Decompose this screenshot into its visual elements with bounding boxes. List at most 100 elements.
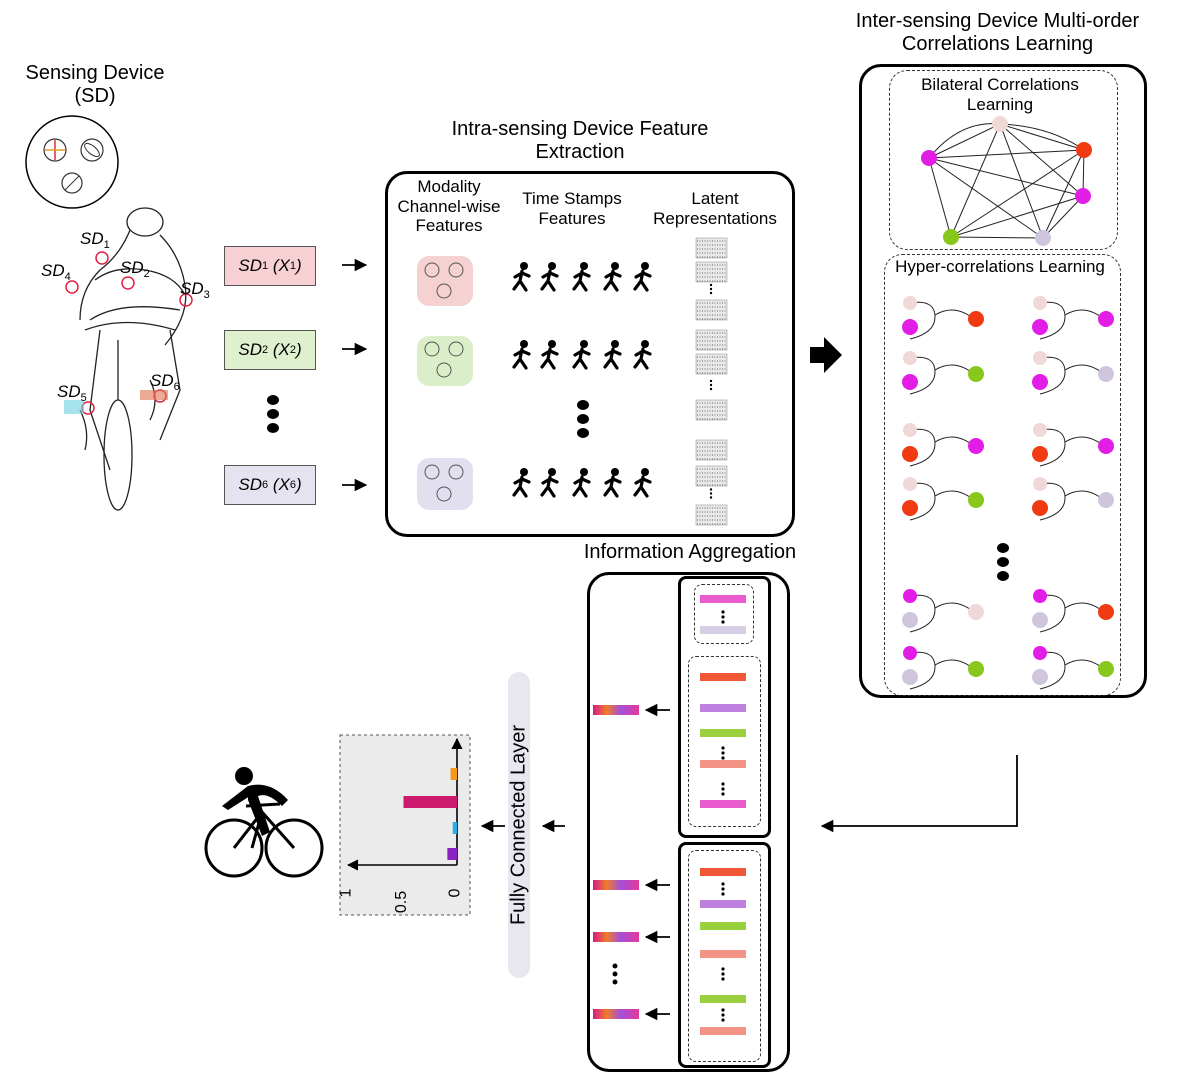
feature-ellipsis-dot xyxy=(721,892,725,896)
aggregation-box xyxy=(587,572,790,1072)
sd1-name: SD xyxy=(238,256,262,275)
walking-figure-icon xyxy=(603,340,622,370)
graph-edge xyxy=(928,149,1085,159)
aggregation-outputs xyxy=(593,703,670,1021)
feature-ellipsis-dot xyxy=(721,977,725,981)
feature-bar xyxy=(700,800,746,808)
feature-ellipsis-dot xyxy=(721,756,725,760)
graph-edge xyxy=(950,236,1044,239)
aggregation-group-1 xyxy=(678,576,771,838)
aggregation-bars xyxy=(700,595,746,1035)
bilateral-box xyxy=(889,70,1118,250)
walking-figure-icon xyxy=(540,262,559,292)
bilateral-graph xyxy=(921,116,1092,246)
intra-col-timestamps: Time Stamps Features xyxy=(522,189,622,228)
graph-edge xyxy=(928,157,1044,239)
graph-node xyxy=(992,116,1008,132)
output-chart xyxy=(339,734,471,916)
graph-node xyxy=(1035,230,1051,246)
chart-bar xyxy=(452,822,457,834)
feature-ellipsis-dot xyxy=(721,610,725,614)
latent-ellipsis-dot xyxy=(709,387,713,391)
latent-block xyxy=(695,439,728,461)
sd2-name: SD xyxy=(238,340,262,359)
aggregation-subgroup-1a xyxy=(694,584,754,644)
walking-figure-icon xyxy=(603,262,622,292)
graph-edge xyxy=(950,149,1085,238)
sd-ellipsis xyxy=(267,395,279,433)
sensing-device-title: Sensing Device (SD) xyxy=(0,62,190,108)
body-label-sd1: SD1 xyxy=(80,229,110,251)
hyperedge xyxy=(902,351,984,395)
latent-ellipsis-dot xyxy=(709,291,713,295)
main-arrow xyxy=(810,337,842,373)
chart-bar xyxy=(447,848,457,860)
body-sensors xyxy=(64,251,193,415)
walking-figure-icon xyxy=(633,262,652,292)
graph-edge xyxy=(1042,149,1085,239)
feature-bar xyxy=(700,900,746,908)
feature-ellipsis-dot xyxy=(721,882,725,886)
graph-edge xyxy=(928,123,1001,159)
latent-ellipsis-dot xyxy=(709,379,713,383)
graph-edge xyxy=(928,157,952,238)
latent-block xyxy=(695,261,728,283)
latent-block xyxy=(695,399,728,421)
body-label-sd4: SD4 xyxy=(41,261,71,283)
feature-bar xyxy=(700,704,746,712)
cyclist-sketch xyxy=(79,207,187,511)
chart-bar xyxy=(450,768,457,780)
modality-features xyxy=(417,256,473,510)
latent-ellipsis-dot xyxy=(709,492,713,495)
graph-edge xyxy=(950,195,1084,238)
intra-title: Intra-sensing Device Feature Extraction xyxy=(451,118,709,163)
sd2-xsub: 2 xyxy=(289,344,296,356)
feature-bar xyxy=(700,729,746,737)
graph-edge xyxy=(1042,195,1084,239)
feature-ellipsis-dot xyxy=(721,615,725,619)
hyperedge xyxy=(1032,477,1114,521)
feature-bar xyxy=(700,922,746,930)
hyper-ellipsis xyxy=(997,543,1009,581)
feature-ellipsis-dot xyxy=(721,787,725,791)
latent-ellipsis-dot xyxy=(709,283,713,287)
feature-ellipsis-dot xyxy=(721,1008,725,1012)
latent-block xyxy=(695,504,728,526)
hyperedge xyxy=(1032,646,1114,690)
feature-bar xyxy=(700,626,746,634)
latent-block xyxy=(695,237,728,259)
sd6-xsub: 6 xyxy=(289,479,296,491)
aggregation-title: Information Aggregation xyxy=(583,541,797,563)
feature-ellipsis-dot xyxy=(721,972,725,976)
aggregation-subgroup-2a xyxy=(688,850,761,1062)
graph-edge xyxy=(928,157,1084,197)
inter-to-aggregation-connector xyxy=(820,755,1018,833)
graph-edge xyxy=(999,123,1085,151)
walking-figure-icon xyxy=(512,468,531,498)
intra-col-modality: Modality Channel-wise Features xyxy=(397,177,501,236)
latent-ellipsis-dot xyxy=(709,383,713,387)
hyperedge xyxy=(902,589,984,633)
graph-node xyxy=(921,150,937,166)
chart-bar xyxy=(403,796,457,808)
feature-bar xyxy=(700,995,746,1003)
graph-node xyxy=(1075,188,1091,204)
walking-figure-icon xyxy=(633,468,652,498)
feature-bar xyxy=(700,673,746,681)
walking-figure-icon xyxy=(540,340,559,370)
chart-tick-0: 0 xyxy=(446,888,464,898)
chart-tick-1: 1 xyxy=(337,888,355,898)
graph-node xyxy=(943,229,959,245)
feature-ellipsis-dot xyxy=(721,751,725,755)
feature-ellipsis-dot xyxy=(721,746,725,750)
sd1-sub: 1 xyxy=(261,260,269,272)
fc-layer-bar xyxy=(508,672,530,978)
hyperedge xyxy=(1032,589,1114,633)
feature-ellipsis-dot xyxy=(721,1018,725,1022)
latent-block xyxy=(695,329,728,351)
hyper-correlations xyxy=(902,296,1114,690)
sd6-sub: 6 xyxy=(261,479,269,491)
hyperedge xyxy=(1032,296,1114,340)
